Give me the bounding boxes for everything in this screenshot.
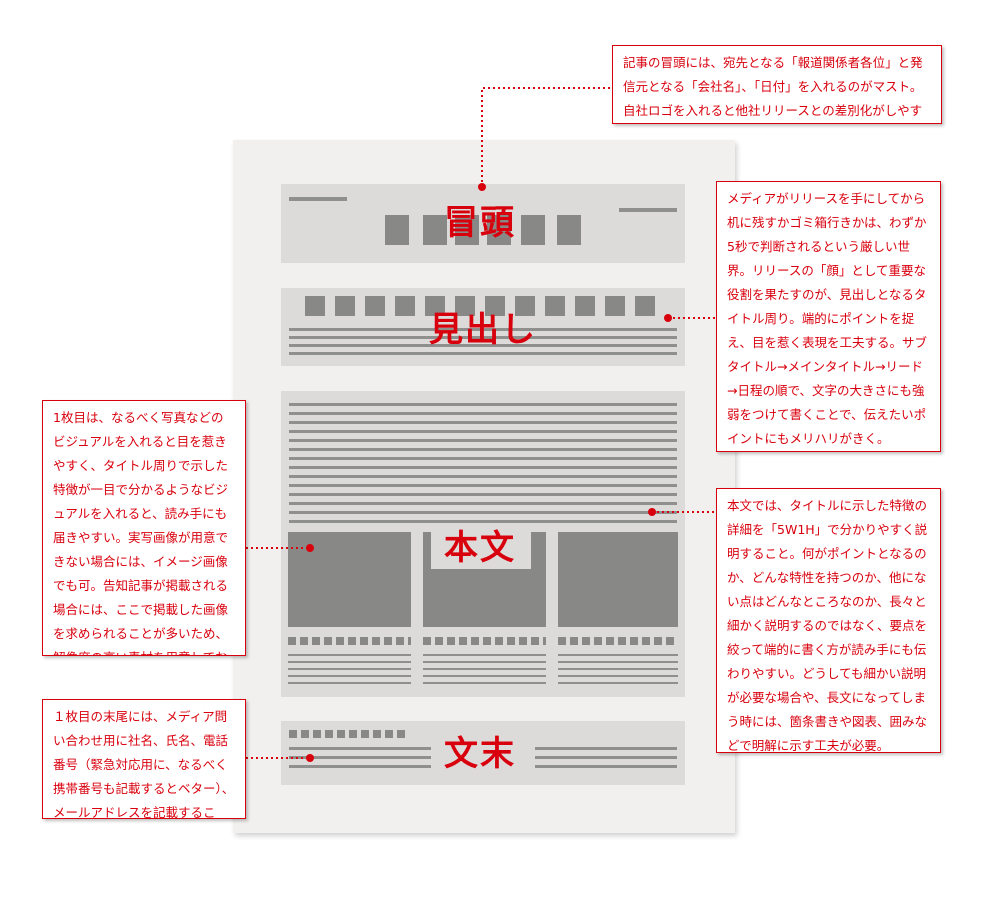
body-label: 本文 <box>444 528 516 568</box>
lead-line <box>289 336 677 339</box>
note-image: 1枚目は、なるべく写真などのビジュアルを入れると目を惹きやすく、タイトル周りで示… <box>42 400 246 656</box>
closing-label-bg <box>431 733 535 777</box>
marker-dot-closing <box>306 754 314 762</box>
title-char-block <box>365 296 385 316</box>
caption-line <box>423 668 546 670</box>
headline-section: 見出し <box>281 288 685 366</box>
marker-dot-headline <box>664 314 672 322</box>
body-text-line <box>289 511 677 514</box>
caption-line <box>288 668 411 670</box>
body-text-line <box>289 502 677 505</box>
body-text-line <box>289 493 677 496</box>
body-text-line <box>289 439 677 442</box>
marker-dot-body <box>648 508 656 516</box>
logo-block <box>385 215 409 245</box>
title-char-block <box>575 296 595 316</box>
caption-line <box>288 661 411 663</box>
logo-block <box>423 215 447 245</box>
caption-line <box>558 654 678 656</box>
logo-block <box>521 215 545 245</box>
title-char-block <box>545 296 565 316</box>
caption-line <box>423 675 546 677</box>
caption-line <box>288 654 411 656</box>
title-char-block <box>455 296 475 316</box>
title-char-block <box>635 296 655 316</box>
headline-label: 見出し <box>429 310 537 350</box>
body-text-line <box>289 412 677 415</box>
body-text-line <box>289 457 677 460</box>
logo-block <box>455 215 479 245</box>
body-text-line <box>289 403 677 406</box>
closing-label: 文末 <box>444 734 516 774</box>
title-char-block <box>515 296 535 316</box>
caption-blocks <box>423 637 546 645</box>
date-line <box>619 208 677 212</box>
logo-block <box>487 215 511 245</box>
caption-line <box>288 682 411 684</box>
caption-line <box>558 675 678 677</box>
body-text-line <box>289 484 677 487</box>
note-closing: １枚目の末尾には、メディア問い合わせ用に社名、氏名、電話番号（緊急対応用に、なる… <box>42 699 246 819</box>
body-text-line <box>289 466 677 469</box>
press-release-paper: 冒頭 見出し <box>233 140 735 833</box>
logo-block <box>557 215 581 245</box>
caption-line <box>423 661 546 663</box>
body-text-line <box>289 430 677 433</box>
caption-line <box>558 668 678 670</box>
lead-line <box>289 344 677 347</box>
title-char-block <box>305 296 325 316</box>
header-label: 冒頭 <box>444 203 516 243</box>
body-text-line <box>289 421 677 424</box>
header-section: 冒頭 <box>281 184 685 263</box>
title-char-block <box>485 296 505 316</box>
body-section: 本文 <box>281 391 685 697</box>
caption-line <box>558 661 678 663</box>
caption-line <box>288 675 411 677</box>
title-char-block <box>605 296 625 316</box>
leader-header <box>481 87 612 187</box>
body-label-bg <box>431 525 531 569</box>
note-headline: メディアがリリースを手にしてから机に残すかゴミ箱行きかは、わずか5秒で判断される… <box>716 181 941 452</box>
body-text-line <box>289 475 677 478</box>
recipient-line <box>289 197 347 201</box>
caption-blocks <box>558 637 678 645</box>
caption-line <box>423 682 546 684</box>
lead-line <box>289 328 677 331</box>
caption-line <box>423 654 546 656</box>
body-text-line <box>289 520 677 523</box>
closing-section: 文末 <box>281 721 685 785</box>
title-char-block <box>335 296 355 316</box>
contact-blocks <box>289 730 407 738</box>
note-body: 本文では、タイトルに示した特徴の詳細を「5W1H」で分かりやすく説明すること。何… <box>716 488 941 753</box>
marker-dot-header <box>478 183 486 191</box>
title-char-block <box>395 296 415 316</box>
note-header: 記事の冒頭には、宛先となる「報道関係者各位」と発信元となる「会社名」、「日付」を… <box>612 45 942 124</box>
body-text-line <box>289 448 677 451</box>
lead-line <box>289 352 677 355</box>
caption-blocks <box>288 637 411 645</box>
photo-placeholder <box>558 532 678 627</box>
title-char-block <box>425 296 445 316</box>
marker-dot-image <box>306 544 314 552</box>
caption-line <box>558 682 678 684</box>
